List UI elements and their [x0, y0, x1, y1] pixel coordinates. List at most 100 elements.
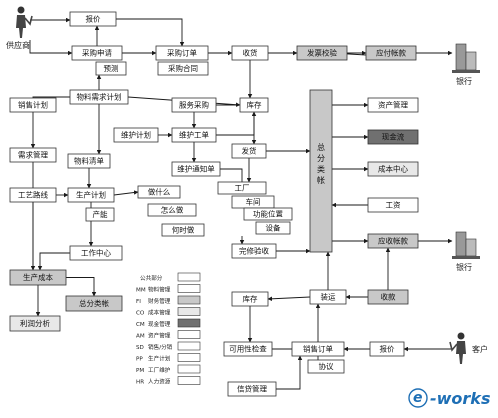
legend-title: 公共部分 — [140, 274, 163, 282]
legend-code: PM — [136, 368, 144, 374]
node-forecast[interactable]: 预测 — [95, 61, 127, 76]
node-factory[interactable]: 工厂 — [217, 181, 267, 195]
node-asset-mgmt[interactable]: 资产管理 — [367, 97, 419, 113]
node-what[interactable]: 做什么 — [137, 185, 181, 199]
node-quote-top[interactable]: 报价 — [69, 11, 117, 27]
node-purchase-req[interactable]: 采购申请 — [71, 45, 123, 61]
node-asset-mgmt-label: 资产管理 — [378, 100, 408, 110]
node-purchase-contract[interactable]: 采购合同 — [157, 61, 209, 76]
node-sales-order[interactable]: 销售订单 — [291, 341, 345, 357]
node-workshop-label: 车间 — [246, 197, 261, 207]
node-agreement-label: 协议 — [319, 361, 334, 371]
node-maint-order[interactable]: 维护工单 — [171, 127, 217, 143]
edge-quote-po — [116, 18, 185, 47]
eworks-watermark: e -works — [408, 388, 490, 408]
legend-swatch — [177, 330, 201, 339]
node-prod-cost-label: 生产成本 — [23, 272, 53, 282]
node-prod-cost[interactable]: 生产成本 — [9, 269, 67, 286]
node-mrp[interactable]: 物料需求计划 — [69, 89, 129, 105]
node-salary[interactable]: 工资 — [367, 197, 419, 213]
node-when-label: 何时做 — [172, 225, 195, 235]
bank-top-label: 银行 — [456, 76, 472, 86]
legend-swatch — [177, 307, 201, 316]
node-when[interactable]: 何时做 — [161, 223, 205, 237]
legend-code: FI — [136, 299, 141, 305]
bank-mid-building-icon — [452, 231, 480, 259]
node-gl-mid-label: 总分类帐 — [79, 298, 109, 308]
node-inventory-bottom-label: 库存 — [243, 294, 258, 304]
node-collection[interactable]: 收款 — [367, 289, 409, 305]
node-purchase-order[interactable]: 采购订单 — [155, 45, 209, 61]
node-invoice-check[interactable]: 发票校验 — [296, 45, 348, 61]
node-service-purchase[interactable]: 服务采购 — [171, 97, 217, 113]
node-agreement[interactable]: 协议 — [307, 359, 345, 374]
node-ship-goods[interactable]: 发货 — [231, 143, 267, 159]
node-bom[interactable]: 物料清单 — [67, 153, 111, 169]
node-credit-mgmt-label: 信贷管理 — [237, 384, 267, 394]
node-bom-label: 物料清单 — [74, 156, 104, 166]
node-demand-mgmt-label: 需求管理 — [18, 150, 48, 160]
node-gl-mid[interactable]: 总分类帐 — [65, 295, 123, 312]
legend-code: PP — [136, 357, 143, 363]
node-maint-plan[interactable]: 维护计划 — [113, 127, 159, 143]
node-how-label: 怎么做 — [161, 205, 184, 215]
node-cost-center[interactable]: 成本中心 — [367, 161, 419, 177]
node-work-center-label: 工作中心 — [81, 248, 111, 258]
general-ledger-center[interactable]: 总分类帐 — [309, 89, 333, 253]
node-prod-plan[interactable]: 生产计划 — [67, 187, 115, 203]
node-routing[interactable]: 工艺路线 — [9, 187, 57, 203]
node-availability[interactable]: 可用性检查 — [223, 341, 273, 357]
node-equipment[interactable]: 设备 — [255, 221, 291, 235]
node-mrp-label: 物料需求计划 — [77, 92, 122, 102]
edge-plan-what — [113, 190, 139, 196]
node-availability-label: 可用性检查 — [229, 344, 267, 354]
node-service-purchase-label: 服务采购 — [179, 100, 209, 110]
legend-code: CO — [136, 311, 145, 317]
general-ledger-center-label: 总分类帐 — [317, 142, 325, 185]
node-maint-plan-label: 维护计划 — [121, 130, 151, 140]
node-maint-notice[interactable]: 维护通知单 — [171, 161, 221, 177]
legend-name: 资产管理 — [148, 332, 171, 340]
supplier-person-icon — [16, 6, 33, 38]
node-quote-top-label: 报价 — [86, 14, 101, 24]
node-cash-flow[interactable]: 现金流 — [367, 129, 419, 145]
legend-name: 财务管理 — [148, 297, 171, 305]
node-complete-check[interactable]: 完修验收 — [231, 243, 277, 259]
node-cash-flow-label: 现金流 — [382, 132, 405, 142]
node-demand-mgmt[interactable]: 需求管理 — [9, 147, 57, 163]
node-function-pos-label: 功能位置 — [253, 209, 283, 219]
legend-code: SD — [136, 345, 144, 351]
node-inventory-top[interactable]: 库存 — [239, 97, 269, 113]
node-workshop[interactable]: 车间 — [231, 195, 275, 209]
bank-mid-label: 银行 — [456, 262, 472, 272]
node-work-center[interactable]: 工作中心 — [69, 245, 123, 261]
node-inventory-bottom[interactable]: 库存 — [231, 291, 269, 307]
node-what-label: 做什么 — [148, 187, 171, 197]
node-receivable[interactable]: 应收帐款 — [367, 233, 419, 249]
legend-name: 生产计划 — [148, 355, 171, 363]
node-credit-mgmt[interactable]: 信贷管理 — [227, 381, 277, 397]
node-transport[interactable]: 装运 — [309, 289, 347, 305]
watermark-text: -works — [430, 389, 490, 408]
node-capacity[interactable]: 产能 — [85, 207, 115, 222]
node-sales-order-label: 销售订单 — [303, 344, 333, 354]
edge-order-inventory — [216, 111, 257, 136]
legend-name: 人力资源 — [148, 378, 171, 386]
customer-person-icon — [449, 332, 466, 364]
node-sales-plan[interactable]: 销售计划 — [9, 97, 57, 113]
node-profit-analysis[interactable]: 利润分析 — [9, 315, 61, 332]
legend-swatch — [177, 353, 201, 362]
node-how[interactable]: 怎么做 — [147, 203, 197, 217]
node-payable[interactable]: 应付帐款 — [365, 45, 417, 61]
legend-swatch — [177, 284, 201, 293]
node-collection-label: 收款 — [381, 292, 396, 302]
node-receive[interactable]: 收货 — [231, 45, 269, 61]
edge-supplier-req — [29, 40, 73, 56]
node-quote-bottom[interactable]: 报价 — [369, 341, 405, 357]
node-function-pos[interactable]: 功能位置 — [243, 207, 293, 221]
